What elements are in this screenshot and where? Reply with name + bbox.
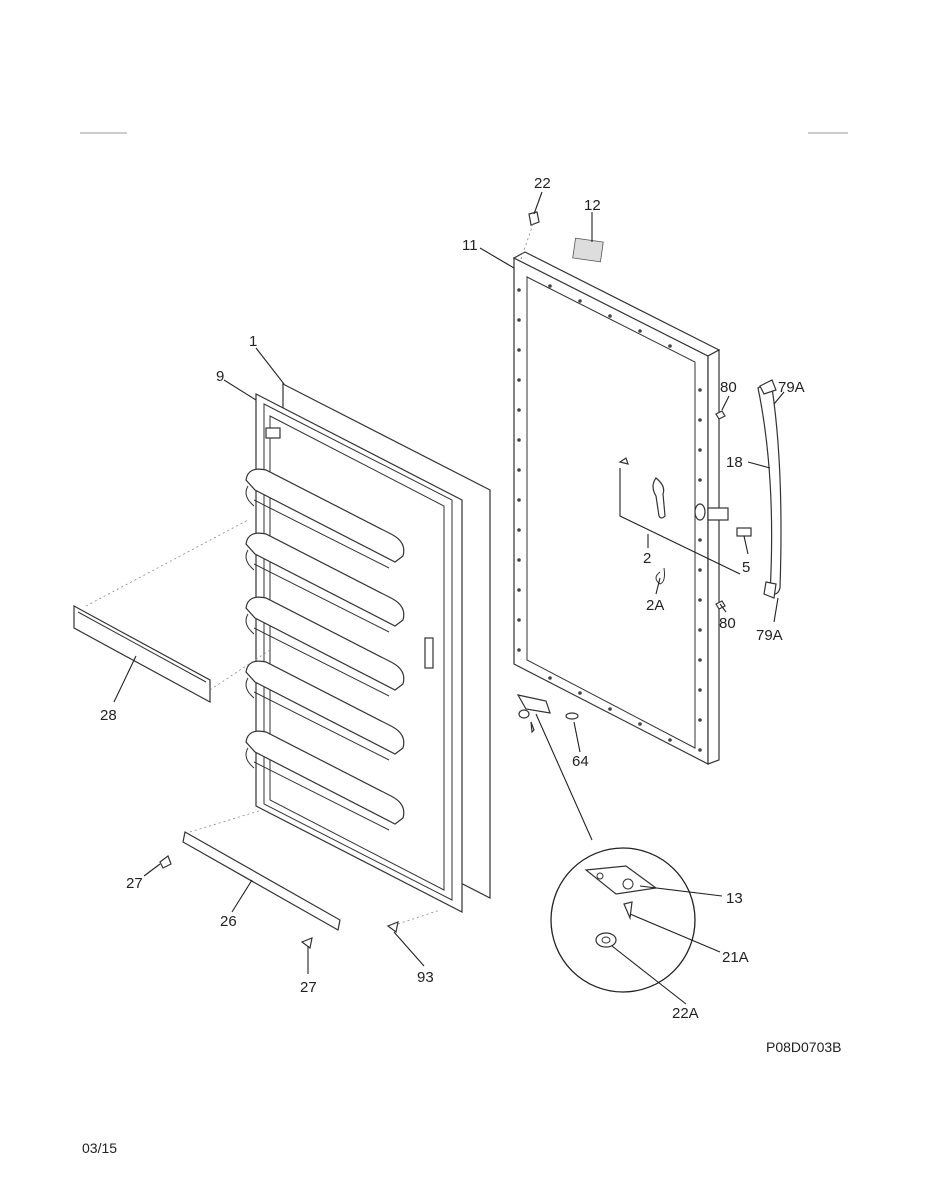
callout-22: 22: [534, 175, 551, 192]
callout-9: 9: [216, 368, 224, 385]
rivet-27-left: [159, 855, 172, 869]
door-handle: [757, 384, 782, 595]
shelf-rail-26: [182, 831, 341, 931]
callout-93: 93: [417, 969, 434, 986]
door-bin-2: [245, 532, 405, 633]
washer-64: [565, 712, 579, 720]
callout-13: 13: [726, 890, 743, 907]
callout-80-bottom: 80: [719, 615, 736, 632]
callout-12: 12: [584, 197, 601, 214]
page-date: 03/15: [82, 1140, 117, 1156]
callout-80-top: 80: [720, 379, 737, 396]
callout-18: 18: [726, 454, 743, 471]
callout-27-left: 27: [126, 875, 143, 892]
callout-79a-bottom: 79A: [756, 627, 783, 644]
callout-21a: 21A: [722, 949, 749, 966]
leader-lines: [113, 191, 785, 1005]
callout-26: 26: [220, 913, 237, 930]
handle-end-cap-bottom: [763, 581, 777, 599]
detail-bushing: [595, 932, 617, 948]
wire-clip: [655, 567, 665, 585]
callout-22a: 22A: [672, 1005, 699, 1022]
callout-28: 28: [100, 707, 117, 724]
door-bin-4: [245, 660, 405, 761]
detail-magnifier: [535, 713, 696, 993]
callout-79a-top: 79A: [778, 379, 805, 396]
door-bin-3: [245, 596, 405, 697]
small-screw: [530, 721, 535, 734]
screw-80-top: [715, 410, 726, 420]
callout-64: 64: [572, 753, 589, 770]
callout-5: 5: [742, 559, 750, 576]
callout-2: 2: [643, 550, 651, 567]
shelf-front-28: [73, 604, 211, 704]
bushing: [518, 709, 530, 719]
inner-door-liner: [255, 383, 491, 913]
rivet-93: [386, 921, 399, 934]
diagram-code: P08D0703B: [766, 1039, 842, 1055]
callout-27-bottom: 27: [300, 979, 317, 996]
callout-11: 11: [462, 237, 478, 254]
callout-2a: 2A: [646, 597, 664, 614]
hinge-bracket: [516, 694, 551, 714]
rivet-27-bottom: [300, 937, 313, 950]
outer-door-panel: [512, 237, 752, 765]
door-bin-5: [245, 730, 405, 831]
door-bin-1: [245, 468, 405, 569]
callout-1: 1: [249, 333, 257, 350]
handle-end-cap-top: [759, 379, 777, 395]
